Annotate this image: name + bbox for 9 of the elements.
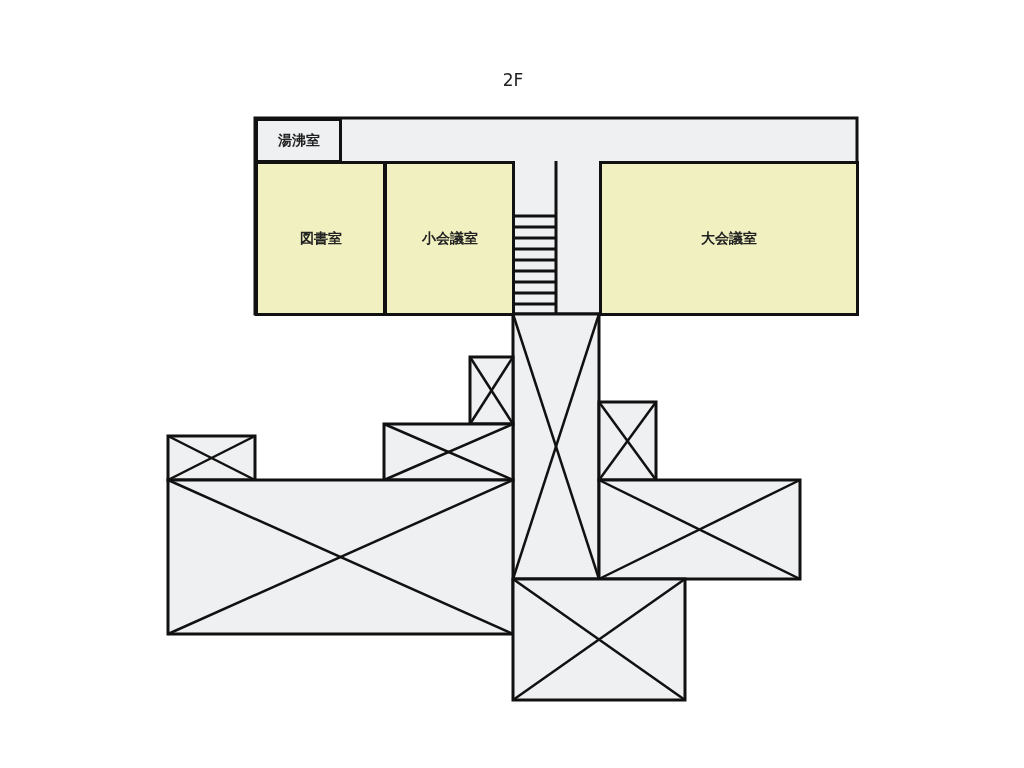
room xyxy=(255,161,386,316)
room xyxy=(255,118,342,163)
room-label: 湯沸室 xyxy=(277,131,320,150)
room-label: 小会議室 xyxy=(421,229,478,248)
room-label: 図書室 xyxy=(299,229,342,248)
room xyxy=(599,161,859,316)
room xyxy=(384,161,515,316)
floor-title: 2F xyxy=(501,70,525,90)
room-label: 大会議室 xyxy=(701,229,757,248)
